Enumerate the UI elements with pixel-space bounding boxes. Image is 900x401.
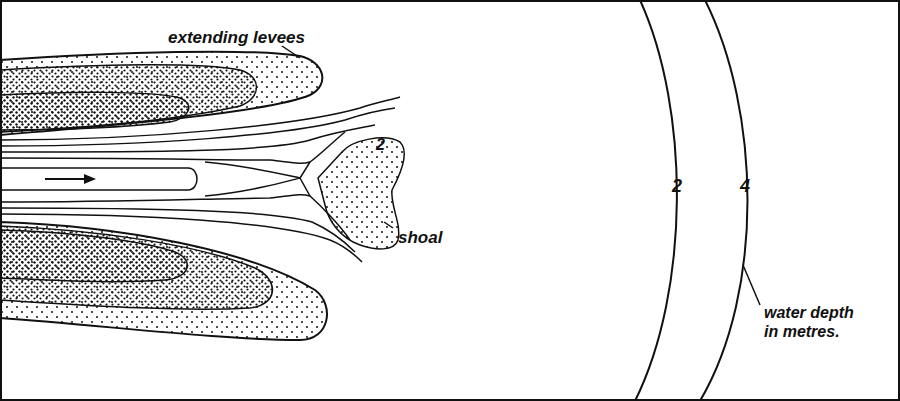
lower-levee-inner — [0, 230, 187, 282]
contour-number: 2 — [376, 135, 385, 154]
upper-levee-middle — [0, 65, 257, 132]
depth-contour-2 — [635, 0, 677, 401]
flow-arrow — [45, 178, 88, 180]
part-label: extending levees — [168, 28, 305, 48]
contour-number: 4 — [740, 176, 750, 198]
leader-line — [743, 265, 760, 305]
leader-line — [282, 46, 300, 58]
contour-number: 2 — [672, 176, 682, 198]
part-label: shoal — [398, 228, 442, 248]
shoal — [318, 138, 404, 249]
depth-contour-4 — [700, 0, 748, 401]
flow-arrowhead — [84, 174, 96, 184]
upper-levee-outer — [0, 52, 322, 135]
leader-line — [384, 222, 393, 228]
lower-levee-middle — [0, 226, 272, 309]
lower-levee-outer — [0, 222, 327, 340]
upper-levee-inner — [0, 92, 189, 130]
axis-note: water depth in metres. — [764, 303, 860, 341]
channel-centre — [0, 168, 197, 190]
